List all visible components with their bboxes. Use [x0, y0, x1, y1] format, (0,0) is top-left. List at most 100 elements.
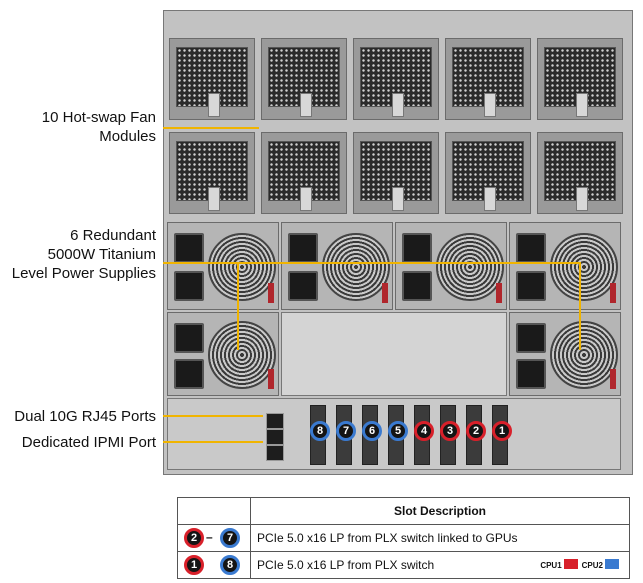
- slot-badge: 2: [184, 528, 204, 548]
- table-row: 1 8 PCIe 5.0 x16 LP from PLX switch CPU1…: [177, 551, 630, 579]
- power-supply[interactable]: [281, 222, 393, 310]
- row-description-text: PCIe 5.0 x16 LP from PLX switch: [257, 558, 435, 572]
- slot-badge-8: 8: [310, 421, 330, 441]
- power-supply[interactable]: [167, 222, 279, 310]
- ipmi-callout-line: [163, 441, 263, 443]
- fan-handle[interactable]: [300, 93, 312, 117]
- slot-badge: 7: [220, 528, 240, 548]
- fan-handle[interactable]: [300, 187, 312, 211]
- row-description: PCIe 5.0 x16 LP from PLX switch linked t…: [250, 524, 630, 552]
- power-supply[interactable]: [509, 222, 621, 310]
- ipmi-label: Dedicated IPMI Port: [21, 434, 156, 451]
- slot-badge-2: 2: [466, 421, 486, 441]
- power-socket: [174, 359, 204, 389]
- power-supply[interactable]: [167, 312, 279, 396]
- fan-handle[interactable]: [392, 93, 404, 117]
- psu-fan: [208, 233, 276, 301]
- rj45-port[interactable]: [266, 429, 284, 445]
- blank-panel: [281, 312, 507, 396]
- fan-module[interactable]: [445, 38, 531, 120]
- slot-badge-3: 3: [440, 421, 460, 441]
- psu-callout-drop-right: [579, 262, 581, 350]
- cpu1-swatch: [563, 559, 578, 569]
- fan-handle[interactable]: [484, 187, 496, 211]
- power-socket: [288, 233, 318, 263]
- rj45-callout-line: [163, 415, 263, 417]
- power-supply[interactable]: [395, 222, 507, 310]
- fan-grill: [452, 47, 524, 107]
- power-socket: [402, 271, 432, 301]
- fan-handle[interactable]: [576, 187, 588, 211]
- fan-label-line1: 10 Hot-swap Fan: [41, 109, 156, 126]
- row-icons: 1 8: [177, 551, 251, 579]
- psu-label-line3: Level Power Supplies: [11, 265, 156, 282]
- power-socket: [402, 233, 432, 263]
- psu-callout-drop-left: [237, 262, 239, 350]
- table-header-blank: [177, 497, 251, 525]
- slot-badge: 8: [220, 555, 240, 575]
- psu-label-line1: 6 Redundant: [70, 227, 156, 244]
- slot-badge-4: 4: [414, 421, 434, 441]
- psu-fan: [208, 321, 276, 389]
- psu-latch[interactable]: [496, 283, 502, 303]
- psu-latch[interactable]: [268, 283, 274, 303]
- fan-handle[interactable]: [208, 187, 220, 211]
- psu-fan: [550, 321, 618, 389]
- psu-fan: [550, 233, 618, 301]
- table-header-row: Slot Description: [177, 497, 630, 525]
- fan-module[interactable]: [353, 132, 439, 214]
- range-separator: –: [206, 530, 213, 544]
- fan-module[interactable]: [169, 132, 255, 214]
- fan-handle[interactable]: [392, 187, 404, 211]
- fan-module[interactable]: [169, 38, 255, 120]
- psu-label-line2: 5000W Titanium: [47, 246, 156, 263]
- power-socket: [288, 271, 318, 301]
- power-socket: [174, 233, 204, 263]
- fan-handle[interactable]: [484, 93, 496, 117]
- slot-badge-6: 6: [362, 421, 382, 441]
- slot-badge: 1: [184, 555, 204, 575]
- power-supply[interactable]: [509, 312, 621, 396]
- psu-callout-line: [163, 262, 581, 264]
- rj45-label: Dual 10G RJ45 Ports: [14, 408, 156, 425]
- fan-module[interactable]: [537, 132, 623, 214]
- psu-latch[interactable]: [610, 369, 616, 389]
- cpu2-legend-label: CPU2: [581, 561, 603, 570]
- cpu2-swatch: [605, 559, 619, 569]
- fan-handle[interactable]: [576, 93, 588, 117]
- fan-module[interactable]: [537, 38, 623, 120]
- ipmi-port[interactable]: [266, 445, 284, 461]
- power-socket: [516, 323, 546, 353]
- fan-grill: [360, 47, 432, 107]
- power-socket: [516, 271, 546, 301]
- psu-latch[interactable]: [382, 283, 388, 303]
- fan-modules-label: 10 Hot-swap Fan Modules: [0, 108, 156, 146]
- slot-badge-5: 5: [388, 421, 408, 441]
- fan-handle[interactable]: [208, 93, 220, 117]
- fan-grill: [268, 141, 340, 201]
- psu-fan: [436, 233, 504, 301]
- slot-badge-1: 1: [492, 421, 512, 441]
- fan-label-line2: Modules: [99, 128, 156, 145]
- power-socket: [174, 271, 204, 301]
- power-socket: [516, 233, 546, 263]
- fan-module[interactable]: [261, 132, 347, 214]
- table-header: Slot Description: [250, 497, 630, 525]
- psu-fan: [322, 233, 390, 301]
- fan-module[interactable]: [445, 132, 531, 214]
- fan-module[interactable]: [261, 38, 347, 120]
- cpu1-legend-label: CPU1: [540, 561, 562, 570]
- fan-callout-line: [163, 127, 259, 129]
- cpu-legend: CPU1 CPU2: [540, 559, 623, 570]
- server-chassis: [163, 10, 633, 475]
- power-socket: [516, 359, 546, 389]
- power-socket: [174, 323, 204, 353]
- fan-module[interactable]: [353, 38, 439, 120]
- psu-latch[interactable]: [268, 369, 274, 389]
- slot-description-table: Slot Description 2 – 7 PCIe 5.0 x16 LP f…: [177, 497, 630, 579]
- psu-latch[interactable]: [610, 283, 616, 303]
- row-icons: 2 – 7: [177, 524, 251, 552]
- table-row: 2 – 7 PCIe 5.0 x16 LP from PLX switch li…: [177, 524, 630, 552]
- rj45-port[interactable]: [266, 413, 284, 429]
- row-description: PCIe 5.0 x16 LP from PLX switch CPU1 CPU2: [250, 551, 630, 579]
